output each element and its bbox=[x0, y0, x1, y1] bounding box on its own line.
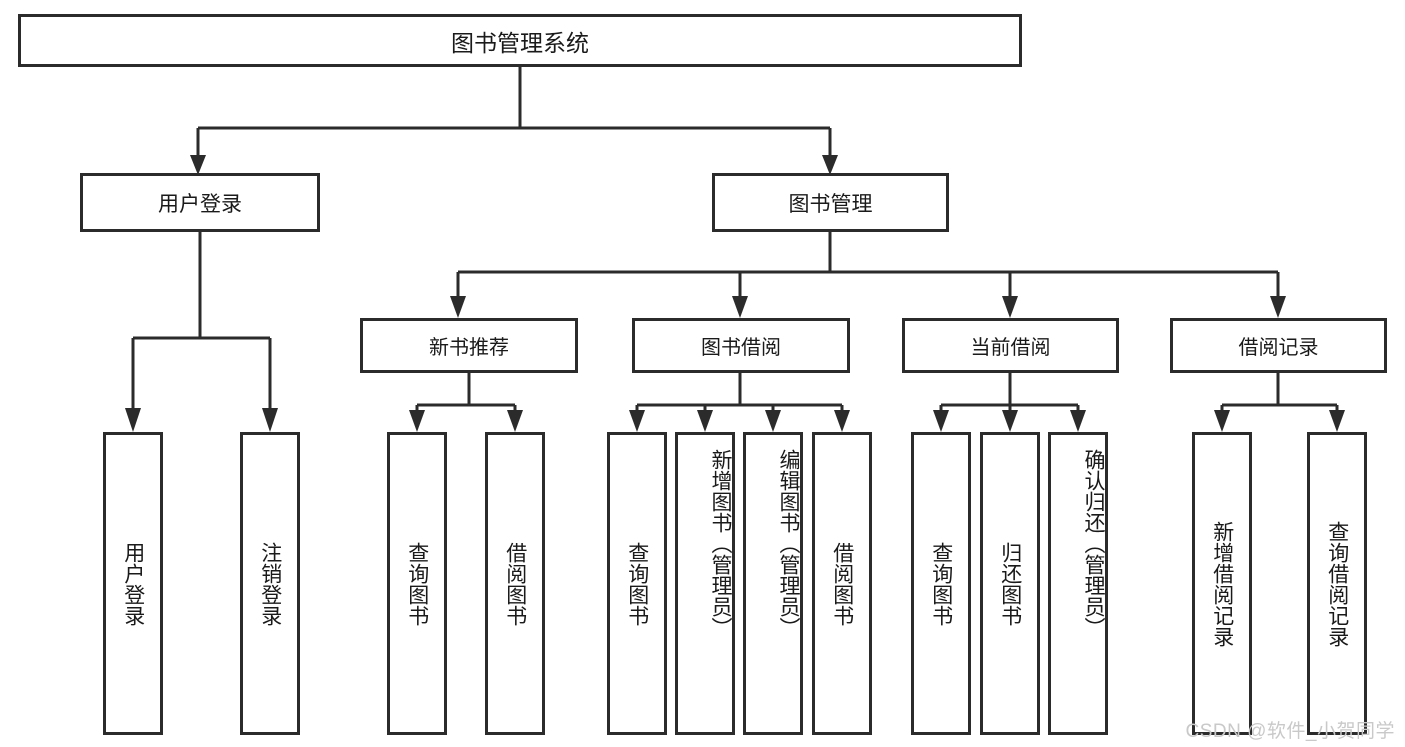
node-book-borrow[interactable]: 图书借阅 bbox=[632, 318, 850, 373]
node-label: 图书管理 bbox=[788, 192, 873, 216]
leaf-label: 查询借阅记录 bbox=[1325, 520, 1349, 647]
arrow-to-new-book bbox=[450, 296, 466, 318]
leaf-label: 新增图书（管理员） bbox=[709, 449, 732, 638]
leaf-label: 新增借阅记录 bbox=[1210, 520, 1234, 647]
arrow-newbook-l2 bbox=[507, 410, 523, 432]
arrow-to-book-manage bbox=[822, 155, 838, 175]
leaf-book-borrow-borrow[interactable]: 借阅图书 bbox=[812, 432, 872, 735]
node-label: 借阅记录 bbox=[1238, 337, 1319, 359]
leaf-current-borrow-confirm-admin[interactable]: 确认归还（管理员） bbox=[1048, 432, 1108, 735]
leaf-user-login-signin[interactable]: 用户登录 bbox=[103, 432, 163, 735]
arrow-to-user-login bbox=[190, 155, 206, 175]
leaf-label: 用户登录 bbox=[121, 541, 145, 626]
leaf-book-borrow-edit-admin[interactable]: 编辑图书（管理员） bbox=[743, 432, 803, 735]
node-new-book-recommend[interactable]: 新书推荐 bbox=[360, 318, 578, 373]
leaf-label: 确认归还（管理员） bbox=[1082, 449, 1105, 638]
node-borrow-record[interactable]: 借阅记录 bbox=[1170, 318, 1387, 373]
node-label: 用户登录 bbox=[158, 192, 242, 216]
leaf-new-book-borrow[interactable]: 借阅图书 bbox=[485, 432, 545, 735]
leaf-label: 借阅图书 bbox=[503, 541, 527, 626]
leaf-borrow-record-add[interactable]: 新增借阅记录 bbox=[1192, 432, 1252, 735]
csdn-watermark: CSDN @软件_小贺同学 bbox=[1185, 721, 1395, 742]
node-label: 当前借阅 bbox=[970, 337, 1051, 359]
leaf-label: 查询图书 bbox=[929, 541, 953, 626]
leaf-label: 借阅图书 bbox=[830, 541, 854, 626]
arrow-bookborrow-l1 bbox=[629, 410, 645, 432]
node-book-management[interactable]: 图书管理 bbox=[712, 173, 949, 232]
leaf-current-borrow-return[interactable]: 归还图书 bbox=[980, 432, 1040, 735]
node-label: 新书推荐 bbox=[429, 337, 509, 359]
arrow-currentborrow-l1 bbox=[933, 410, 949, 432]
leaf-label: 编辑图书（管理员） bbox=[777, 449, 800, 638]
leaf-borrow-record-query[interactable]: 查询借阅记录 bbox=[1307, 432, 1367, 735]
leaf-label: 查询图书 bbox=[625, 541, 649, 626]
leaf-current-borrow-query[interactable]: 查询图书 bbox=[911, 432, 971, 735]
node-root-library-system[interactable]: 图书管理系统 bbox=[18, 14, 1022, 67]
arrow-newbook-l1 bbox=[409, 410, 425, 432]
leaf-book-borrow-add-admin[interactable]: 新增图书（管理员） bbox=[675, 432, 735, 735]
arrow-bookborrow-l2 bbox=[697, 410, 713, 432]
node-label: 图书借阅 bbox=[701, 337, 781, 359]
node-current-borrow[interactable]: 当前借阅 bbox=[902, 318, 1119, 373]
arrow-currentborrow-l2 bbox=[1002, 410, 1018, 432]
arrow-userlogin-l2 bbox=[262, 408, 278, 432]
leaf-label: 查询图书 bbox=[405, 541, 429, 626]
leaf-book-borrow-query[interactable]: 查询图书 bbox=[607, 432, 667, 735]
arrow-bookborrow-l4 bbox=[834, 410, 850, 432]
arrow-borrowrecord-l1 bbox=[1214, 410, 1230, 432]
leaf-user-login-signout[interactable]: 注销登录 bbox=[240, 432, 300, 735]
leaf-new-book-query[interactable]: 查询图书 bbox=[387, 432, 447, 735]
arrow-userlogin-l1 bbox=[125, 408, 141, 432]
arrow-to-current-borrow bbox=[1002, 296, 1018, 318]
arrow-bookborrow-l3 bbox=[765, 410, 781, 432]
arrow-currentborrow-l3 bbox=[1070, 410, 1086, 432]
arrow-borrowrecord-l2 bbox=[1329, 410, 1345, 432]
leaf-label: 归还图书 bbox=[998, 541, 1022, 626]
node-label: 图书管理系统 bbox=[451, 29, 589, 56]
arrow-to-borrow-record bbox=[1270, 296, 1286, 318]
arrow-to-book-borrow bbox=[732, 296, 748, 318]
leaf-label: 注销登录 bbox=[258, 541, 282, 626]
node-user-login[interactable]: 用户登录 bbox=[80, 173, 320, 232]
